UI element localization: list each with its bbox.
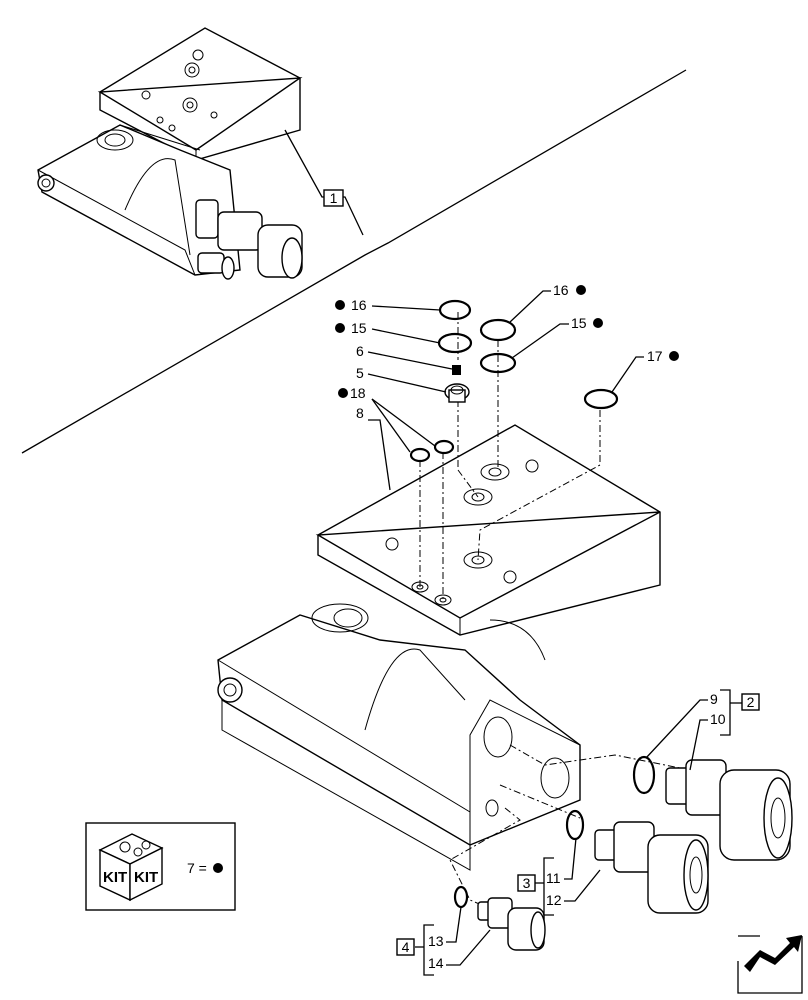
label-10: 10 <box>689 711 726 771</box>
o-ring-18-a <box>409 447 431 463</box>
inset-valve-assembly <box>37 27 303 280</box>
callout-1: 1 <box>284 129 364 236</box>
callout-4-text: 4 <box>402 939 410 955</box>
label-18: 18 <box>338 385 436 453</box>
label-15-left: 15 <box>335 320 441 344</box>
svg-text:5: 5 <box>356 365 364 381</box>
inset-border <box>21 69 687 454</box>
label-16-left: 16 <box>335 297 441 313</box>
callout-4: 4 <box>396 938 415 956</box>
callout-3: 3 <box>517 874 536 892</box>
coupler-12 <box>594 821 709 914</box>
label-15-right: 15 <box>511 315 603 359</box>
label-6: 6 <box>356 343 453 370</box>
svg-text:10: 10 <box>710 711 726 727</box>
main-valve-body <box>217 424 661 871</box>
svg-text:9: 9 <box>710 691 718 707</box>
callout-3-text: 3 <box>523 875 531 891</box>
return-arrow-icon[interactable] <box>737 935 803 994</box>
coupler-10 <box>665 759 793 861</box>
o-ring-18-b <box>433 439 455 455</box>
svg-text:15: 15 <box>351 320 367 336</box>
label-9: 9 <box>645 691 718 759</box>
svg-text:11: 11 <box>546 870 561 886</box>
label-13: 13 <box>428 906 462 949</box>
o-ring-9 <box>632 755 656 795</box>
svg-text:16: 16 <box>553 282 569 298</box>
svg-text:18: 18 <box>350 385 366 401</box>
plug-6 <box>452 365 461 375</box>
callout-2-text: 2 <box>747 694 755 710</box>
label-16-right: 16 <box>509 282 586 323</box>
plug-5 <box>444 383 470 403</box>
o-ring-11 <box>565 809 585 841</box>
label-17: 17 <box>611 348 679 393</box>
label-12: 12 <box>546 869 601 908</box>
kit-legend-text: 7 = <box>187 860 207 876</box>
callout-2: 2 <box>741 693 760 711</box>
svg-text:8: 8 <box>356 405 364 421</box>
svg-text:14: 14 <box>428 955 444 971</box>
kit-label-right: KIT <box>134 869 158 886</box>
svg-text:6: 6 <box>356 343 364 359</box>
label-14: 14 <box>428 929 491 971</box>
bracket-13-14 <box>415 924 434 976</box>
o-ring-17 <box>583 388 619 410</box>
bracket-11-12 <box>535 857 554 916</box>
coupler-14 <box>477 897 546 951</box>
o-ring-16-right <box>479 318 517 342</box>
label-5: 5 <box>356 365 447 393</box>
label-8: 8 <box>356 405 391 491</box>
svg-text:17: 17 <box>647 348 663 364</box>
svg-text:13: 13 <box>428 933 444 949</box>
o-ring-16-left <box>438 299 472 321</box>
bracket-9-10 <box>720 689 742 736</box>
o-ring-15-left <box>437 332 473 354</box>
callout-1-text: 1 <box>330 190 338 206</box>
kit-box-icon: KIT KIT <box>98 833 164 902</box>
label-11: 11 <box>546 837 577 886</box>
kit-label-left: KIT <box>103 869 127 886</box>
svg-text:12: 12 <box>546 892 562 908</box>
o-ring-15-right <box>479 352 517 374</box>
svg-text:16: 16 <box>351 297 367 313</box>
svg-text:15: 15 <box>571 315 587 331</box>
o-ring-13 <box>453 885 469 909</box>
kit-legend: KIT KIT 7 = <box>85 822 236 911</box>
